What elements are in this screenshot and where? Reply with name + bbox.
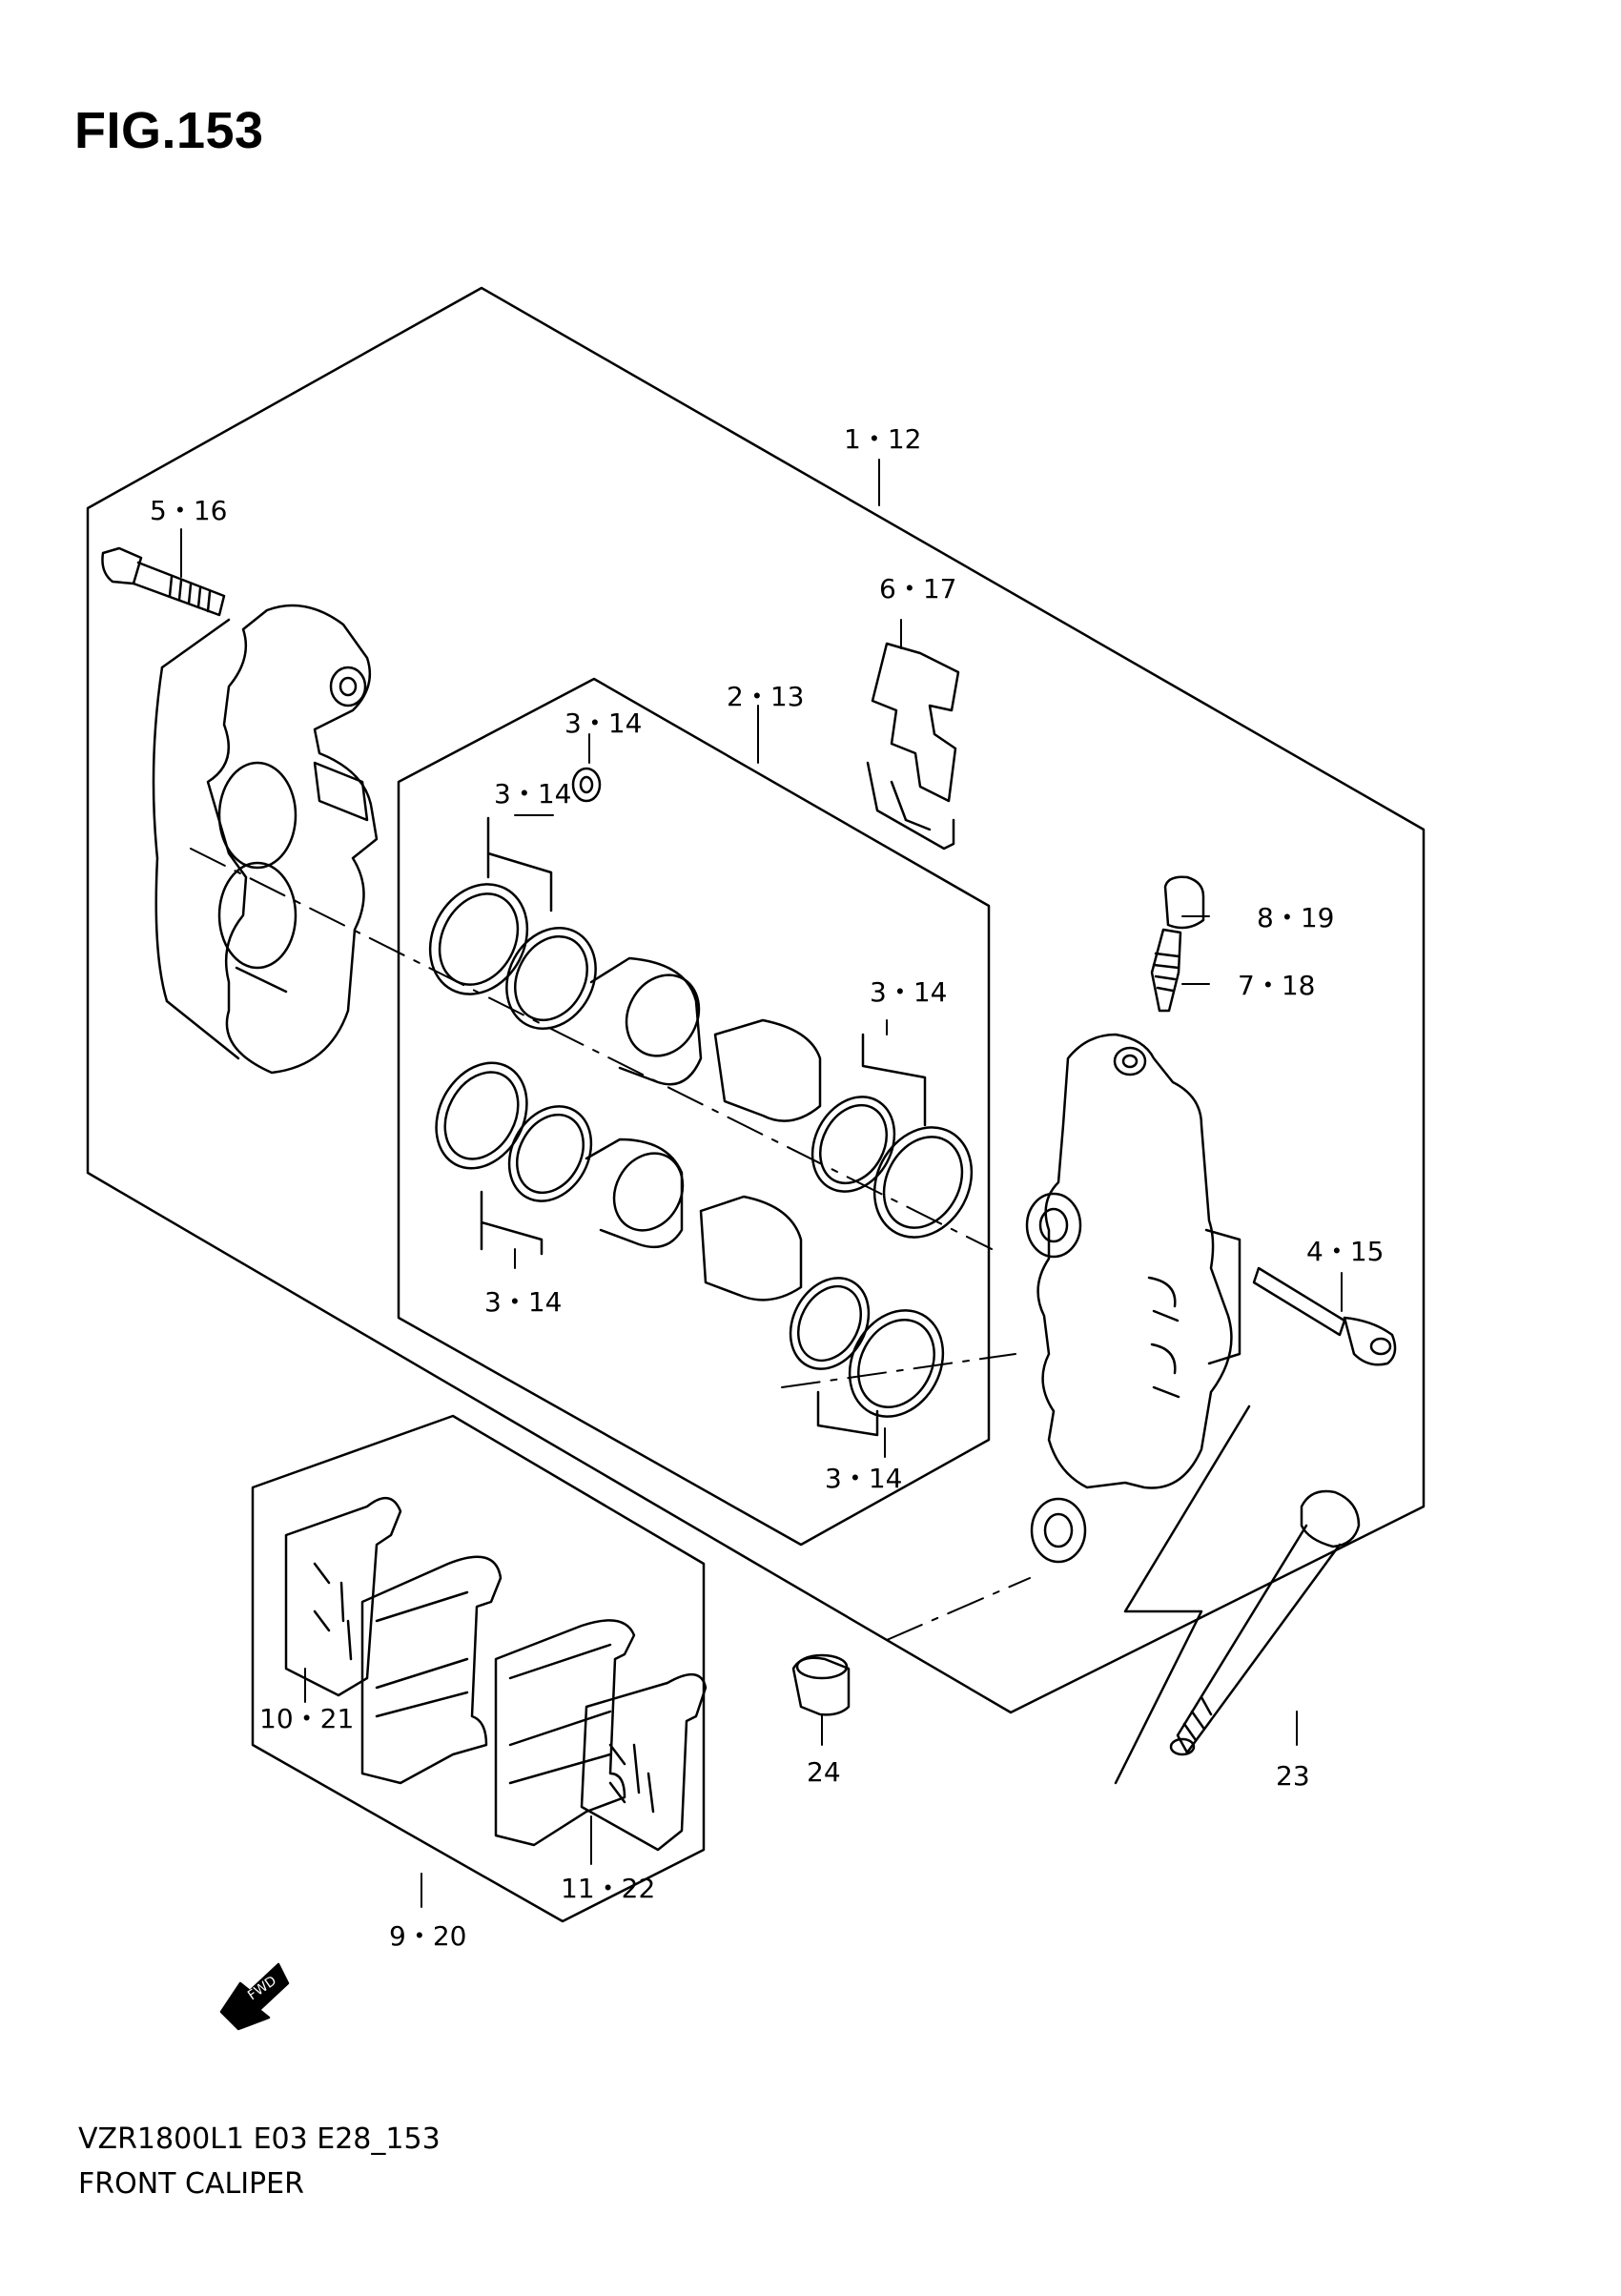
brake-pad-10-21 bbox=[284, 1497, 503, 1785]
diagram-code: VZR1800L1 E03 E28_153 bbox=[78, 2122, 441, 2156]
lower-piston-row bbox=[435, 1061, 945, 1418]
bleeder-cap-8-19 bbox=[1163, 875, 1205, 930]
callout-2-13: 2・13 bbox=[727, 681, 804, 712]
small-seal bbox=[571, 767, 602, 803]
left-caliper-half bbox=[152, 604, 379, 1075]
callout-3-14-b: 3・14 bbox=[494, 778, 571, 810]
callout-5-16: 5・16 bbox=[150, 495, 227, 526]
leader-brackets bbox=[480, 816, 927, 1437]
callout-11-22: 11・22 bbox=[561, 1873, 655, 1904]
right-caliper-half bbox=[1025, 1033, 1241, 1564]
callout-leaders bbox=[180, 459, 1343, 1908]
callout-3-14-c: 3・14 bbox=[870, 976, 947, 1008]
callout-9-20: 9・20 bbox=[389, 1920, 466, 1952]
callout-3-14-e: 3・14 bbox=[825, 1463, 902, 1494]
fwd-arrow-icon: FWD bbox=[219, 1962, 290, 2031]
diagram-name: FRONT CALIPER bbox=[78, 2167, 304, 2201]
caliper-bolt-5-16 bbox=[101, 546, 226, 617]
assembly-center-line bbox=[190, 848, 1031, 1641]
callout-6-17: 6・17 bbox=[879, 573, 956, 605]
sleeve-24 bbox=[791, 1653, 851, 1716]
callout-8-19: 8・19 bbox=[1257, 902, 1334, 933]
callout-7-18: 7・18 bbox=[1238, 970, 1315, 1001]
figure-title: FIG.153 bbox=[74, 102, 264, 159]
pad-pin-4-15 bbox=[1252, 1266, 1397, 1366]
brake-pad-11-22 bbox=[494, 1619, 708, 1852]
upper-piston-row bbox=[428, 883, 974, 1239]
assembly-outline-1-12 bbox=[86, 286, 1426, 1714]
bolt-leader-zigzag bbox=[1114, 1404, 1251, 1785]
bleeder-valve-7-18 bbox=[1150, 928, 1182, 1013]
callout-4-15: 4・15 bbox=[1306, 1236, 1384, 1267]
callout-10-21: 10・21 bbox=[259, 1703, 354, 1734]
assembly-outline-9-20 bbox=[251, 1414, 706, 1923]
callout-3-14-d: 3・14 bbox=[484, 1286, 562, 1318]
callout-3-14-a: 3・14 bbox=[564, 707, 642, 739]
mounting-bolt-23 bbox=[1169, 1489, 1361, 1756]
callout-1-12: 1・12 bbox=[844, 423, 921, 455]
callout-24: 24 bbox=[807, 1756, 841, 1788]
callout-23: 23 bbox=[1276, 1760, 1310, 1792]
assembly-outline-2-13 bbox=[397, 677, 991, 1547]
pad-spring-6-17 bbox=[866, 642, 960, 851]
